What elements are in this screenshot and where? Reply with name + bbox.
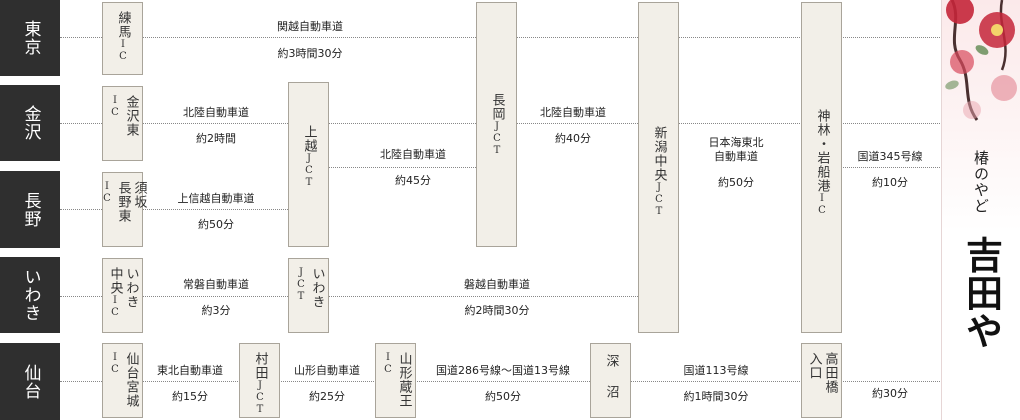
suzaka-nagano-higashi-ic-box: 須坂長野東IC — [102, 172, 143, 247]
route-line-nagano — [60, 209, 292, 210]
route-name-r345: 国道345号線 — [854, 150, 927, 164]
city-tokyo: 東京 — [0, 0, 60, 76]
city-iwaki: いわき — [0, 257, 60, 333]
iwaki-jct-box: いわきJCT — [288, 258, 329, 333]
murata-jct-box: 村田JCT — [239, 343, 280, 418]
route-name-hokuriku-joetsu: 北陸自動車道 — [376, 148, 450, 162]
route-time-banetsu: 約2時間30分 — [465, 302, 530, 318]
kanazawa-higashi-ic-box: 金沢東IC — [102, 86, 143, 161]
route-line-joetsu-nagaoka — [320, 167, 480, 168]
route-name-banetsu: 磐越自動車道 — [460, 278, 534, 292]
yamagata-zao-ic-box: 山形蔵王IC — [375, 343, 416, 418]
hotel-subtitle: 椿のやど — [942, 150, 1020, 214]
iwaki-chuo-ic-box: いわき中央IC — [102, 258, 143, 333]
fukaura-box: 深沼 — [590, 343, 631, 418]
route-time-kanetsu: 約3時間30分 — [278, 45, 343, 61]
hotel-name: 吉田や — [942, 236, 1020, 350]
route-time-yamagata: 約25分 — [309, 388, 345, 404]
route-time-r345: 約10分 — [872, 174, 908, 190]
route-name-kanetsu: 関越自動車道 — [273, 20, 347, 34]
route-name-yamagata: 山形自動車道 — [290, 364, 364, 378]
route-name-joshinetsu: 上信越自動車道 — [174, 192, 259, 206]
nerima-ic-box: 練馬IC — [102, 2, 143, 75]
route-time-hokuriku-kanazawa: 約2時間 — [196, 130, 236, 146]
joetsu-jct-box: 上越JCT — [288, 82, 329, 247]
route-name-r113: 国道113号線 — [680, 364, 753, 378]
route-time-hokuriku-nagaoka: 約40分 — [555, 130, 591, 146]
route-name-nihonkai-tohoku: 日本海東北 自動車道 — [705, 136, 768, 164]
route-line-kanbayashi-hotel — [840, 167, 940, 168]
route-name-hokuriku-nagaoka: 北陸自動車道 — [536, 106, 610, 120]
route-time-hokuriku-joetsu: 約45分 — [395, 172, 431, 188]
route-time-tohoku: 約15分 — [172, 388, 208, 404]
city-nagano: 長野 — [0, 171, 60, 248]
city-sendai: 仙台 — [0, 343, 60, 420]
niigata-chuo-jct-box: 新潟中央JCT — [638, 2, 679, 333]
hotel-banner: 椿のやど 吉田や — [941, 0, 1020, 420]
route-time-r113: 約1時間30分 — [684, 388, 749, 404]
route-name-r286-r13: 国道286号線～国道13号線 — [432, 364, 574, 378]
route-time-nihonkai-tohoku: 約50分 — [718, 174, 754, 190]
route-time-r286-r13: 約50分 — [485, 388, 521, 404]
route-name-joban: 常磐自動車道 — [179, 278, 253, 292]
route-time-joban: 約3分 — [202, 302, 231, 318]
takadabashi-entrance-box: 高田橋入口 — [801, 343, 842, 418]
route-line-iwaki — [60, 296, 640, 297]
route-time-takadabashi: 約30分 — [872, 385, 908, 401]
camellia-flowers-image — [942, 0, 1020, 150]
route-name-hokuriku-kanazawa: 北陸自動車道 — [179, 106, 253, 120]
nagaoka-jct-box: 長岡JCT — [476, 2, 517, 247]
kanbayashi-iwafune-ic-box: 神林・岩船港IC — [801, 2, 842, 333]
sendai-miyagi-ic-box: 仙台宮城IC — [102, 343, 143, 418]
city-kanazawa: 金沢 — [0, 85, 60, 161]
route-time-joshinetsu: 約50分 — [198, 216, 234, 232]
route-name-tohoku: 東北自動車道 — [153, 364, 227, 378]
